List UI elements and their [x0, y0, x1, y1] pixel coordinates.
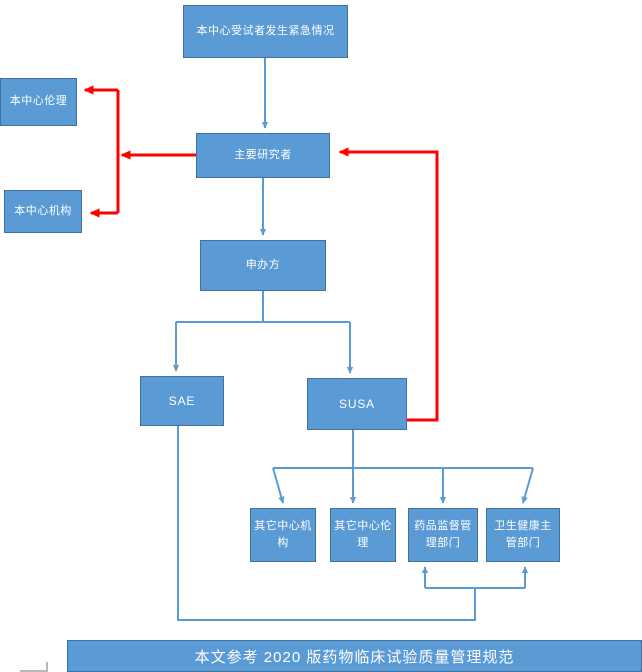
node-drug-administration[interactable]: 药品监督管理部门: [408, 508, 478, 562]
connector-sae-return-trunk: [177, 426, 476, 621]
node-principal-investigator-label: 主要研究者: [234, 148, 292, 161]
node-other-institution[interactable]: 其它中心机构: [250, 508, 316, 562]
node-principal-investigator[interactable]: 主要研究者: [196, 133, 330, 178]
node-drug-administration-label: 药品监督管理部门: [414, 519, 472, 549]
node-local-ethics-label: 本中心伦理: [9, 95, 68, 108]
node-susa[interactable]: SUSA: [307, 378, 407, 430]
connector-susa-to-pi: [338, 147, 439, 422]
reference-banner: 本文参考 2020 版药物临床试验质量管理规范: [67, 640, 642, 672]
reference-banner-label: 本文参考 2020 版药物临床试验质量管理规范: [194, 648, 515, 666]
node-health-authority-label: 卫生健康主管部门: [494, 519, 552, 549]
node-sae[interactable]: SAE: [140, 376, 224, 426]
node-emergency-label: 本中心受试者发生紧急情况: [196, 24, 335, 37]
connector-susa-to-other-institution: [272, 467, 285, 504]
node-sponsor[interactable]: 申办方: [200, 240, 326, 291]
node-health-authority[interactable]: 卫生健康主管部门: [486, 508, 560, 562]
node-susa-label: SUSA: [339, 396, 375, 411]
node-local-institution[interactable]: 本中心机构: [4, 190, 82, 233]
node-sae-label: SAE: [168, 393, 196, 408]
node-other-ethics[interactable]: 其它中心伦理: [330, 508, 396, 562]
node-sponsor-label: 申办方: [245, 258, 281, 271]
node-other-institution-label: 其它中心机构: [254, 519, 312, 549]
node-emergency[interactable]: 本中心受试者发生紧急情况: [183, 5, 348, 58]
node-other-ethics-label: 其它中心伦理: [334, 519, 392, 549]
corner-mark: [20, 662, 48, 672]
connector-susa-to-health-authority: [521, 467, 534, 504]
node-local-ethics[interactable]: 本中心伦理: [0, 78, 77, 126]
node-local-institution-label: 本中心机构: [14, 204, 72, 217]
